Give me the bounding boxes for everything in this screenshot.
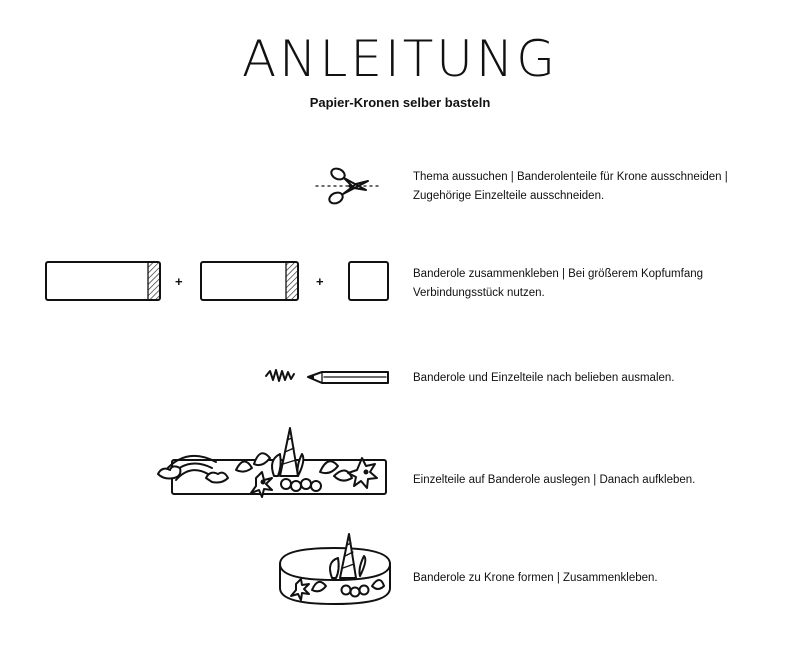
crown-icon	[279, 533, 391, 605]
page-title: ANLEITUNG	[241, 30, 559, 88]
step-2-text: Banderole zusammenkleben | Bei größerem …	[413, 268, 704, 299]
pencil-icon	[265, 369, 389, 384]
banderole-pieces-icon	[45, 261, 389, 301]
scissors-icon	[315, 167, 379, 205]
plus-sign-2: +	[316, 274, 324, 289]
step-3-text: Banderole und Einzelteile nach belieben …	[413, 372, 675, 384]
page-subtitle: Papier-Kronen selber basteln	[309, 95, 491, 110]
step-1-text: Thema aussuchen | Banderolenteile für Kr…	[413, 171, 728, 202]
step-4-text: Einzelteile auf Banderole auslegen | Dan…	[413, 474, 696, 486]
decorated-banderole-icon	[157, 427, 387, 498]
step-5-text: Banderole zu Krone formen | Zusammenkleb…	[413, 572, 658, 584]
plus-sign-1: +	[175, 274, 183, 289]
